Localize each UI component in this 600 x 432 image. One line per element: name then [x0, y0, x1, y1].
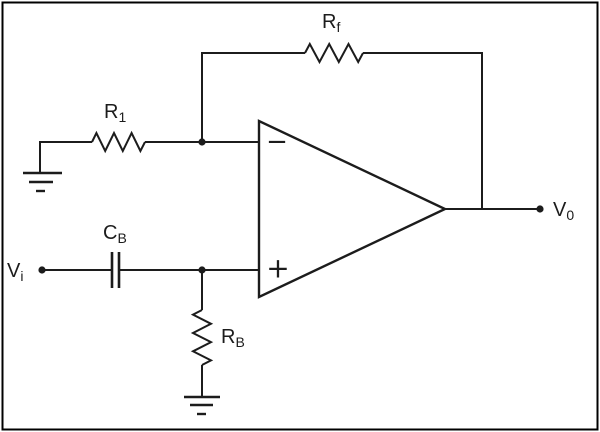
bottom-ground-symbol — [184, 395, 220, 416]
feedback-branch: Rf — [201, 11, 483, 209]
feedback-resistor-label-sub: f — [336, 19, 340, 35]
feedback-resistor-label: Rf — [322, 11, 340, 35]
left-ground-symbol — [23, 171, 62, 193]
input-resistor-label-main: R — [104, 101, 118, 123]
noninverting-input-symbol: + — [266, 252, 289, 285]
input-terminal-label-main: V — [7, 260, 21, 282]
inverting-input-branch: R1 — [23, 101, 259, 193]
output-terminal-label: V0 — [553, 199, 574, 223]
opamp-triangle — [257, 119, 448, 299]
input-resistor-label: R1 — [104, 101, 126, 125]
output-branch: V0 — [445, 199, 574, 223]
coupling-capacitor-symbol — [110, 252, 121, 288]
output-terminal-label-sub: 0 — [566, 207, 574, 223]
feedback-resistor-zigzag — [304, 41, 364, 65]
input-resistor-label-sub: 1 — [118, 109, 126, 125]
bias-resistor-label: RB — [221, 326, 245, 350]
output-terminal-dot — [536, 205, 544, 213]
input-terminal-label-sub: i — [20, 268, 23, 284]
bias-resistor-label-sub: B — [235, 334, 244, 350]
output-terminal-label-main: V — [553, 199, 567, 221]
coupling-capacitor-label-main: C — [103, 222, 117, 244]
coupling-capacitor-label-sub: B — [117, 230, 126, 246]
inverting-input-symbol: − — [266, 127, 288, 157]
opamp: − + — [257, 119, 448, 299]
inverting-node-junction-dot — [198, 138, 206, 146]
noninverting-input-branch: CB RB Vi — [7, 222, 259, 416]
bias-resistor-zigzag — [190, 309, 214, 366]
bias-resistor-label-main: R — [221, 326, 235, 348]
coupling-capacitor-label: CB — [103, 222, 127, 246]
feedback-resistor-label-main: R — [322, 11, 336, 33]
input-resistor-zigzag — [91, 130, 146, 154]
input-terminal-label: Vi — [7, 260, 23, 284]
